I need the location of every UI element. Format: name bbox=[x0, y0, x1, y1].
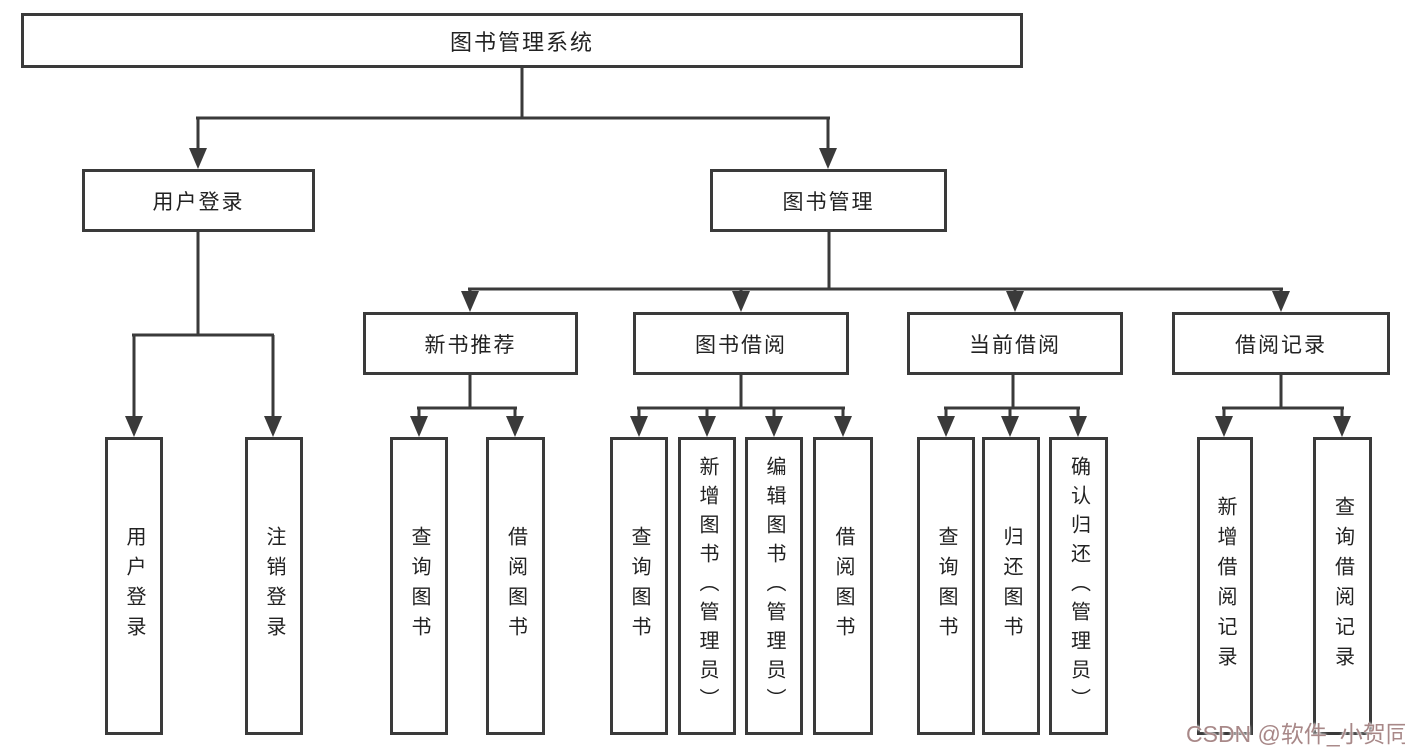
leaf-add-borrow-record-label: 新增借阅记录 bbox=[1214, 496, 1236, 676]
leaf-user-login: 用户登录 bbox=[105, 437, 163, 735]
node-book-management-label: 图书管理 bbox=[782, 190, 875, 214]
watermark-csdn: CSDN @软件_小贺同学 bbox=[1186, 721, 1405, 747]
node-library-system-label: 图书管理系统 bbox=[449, 29, 594, 55]
leaf-query-borrow-record-label: 查询借阅记录 bbox=[1331, 496, 1354, 676]
node-book-management: 图书管理 bbox=[710, 169, 947, 232]
leaf-query-borrow-record: 查询借阅记录 bbox=[1313, 437, 1372, 735]
leaf-query-books-recommend-label: 查询图书 bbox=[408, 526, 430, 646]
leaf-return-book-label: 归还图书 bbox=[1000, 526, 1022, 646]
node-current-borrowing-label: 当前借阅 bbox=[969, 333, 1061, 357]
leaf-confirm-return-admin-label: 确认归还（管理员） bbox=[1067, 455, 1090, 717]
node-new-book-recommend: 新书推荐 bbox=[363, 312, 578, 375]
leaf-edit-book-admin: 编辑图书（管理员） bbox=[745, 437, 803, 735]
leaf-logout: 注销登录 bbox=[245, 437, 303, 735]
leaf-query-books-borrowing-label: 查询图书 bbox=[628, 526, 650, 646]
leaf-add-book-admin-label: 新增图书（管理员） bbox=[696, 455, 718, 717]
node-borrowing-records: 借阅记录 bbox=[1172, 312, 1390, 375]
node-new-book-recommend-label: 新书推荐 bbox=[424, 333, 517, 357]
leaf-return-book: 归还图书 bbox=[982, 437, 1040, 735]
leaf-borrow-books-borrowing: 借阅图书 bbox=[813, 437, 873, 735]
leaf-query-books-recommend: 查询图书 bbox=[390, 437, 448, 735]
leaf-user-login-label: 用户登录 bbox=[123, 526, 145, 646]
leaf-add-borrow-record: 新增借阅记录 bbox=[1197, 437, 1253, 735]
leaf-borrow-books-recommend-label: 借阅图书 bbox=[504, 526, 527, 646]
node-user-login: 用户登录 bbox=[82, 169, 315, 232]
leaf-query-books-borrowing: 查询图书 bbox=[610, 437, 668, 735]
node-book-borrowing-label: 图书借阅 bbox=[695, 333, 787, 357]
leaf-query-books-current-label: 查询图书 bbox=[935, 526, 957, 646]
leaf-borrow-books-borrowing-label: 借阅图书 bbox=[832, 526, 854, 646]
leaf-confirm-return-admin: 确认归还（管理员） bbox=[1049, 437, 1108, 735]
leaf-borrow-books-recommend: 借阅图书 bbox=[486, 437, 545, 735]
node-user-login-label: 用户登录 bbox=[152, 190, 245, 214]
node-borrowing-records-label: 借阅记录 bbox=[1235, 333, 1327, 357]
node-library-system: 图书管理系统 bbox=[21, 13, 1023, 68]
node-book-borrowing: 图书借阅 bbox=[633, 312, 849, 375]
node-current-borrowing: 当前借阅 bbox=[907, 312, 1123, 375]
leaf-add-book-admin: 新增图书（管理员） bbox=[678, 437, 736, 735]
leaf-logout-label: 注销登录 bbox=[263, 526, 285, 646]
leaf-query-books-current: 查询图书 bbox=[917, 437, 975, 735]
leaf-edit-book-admin-label: 编辑图书（管理员） bbox=[763, 455, 785, 717]
